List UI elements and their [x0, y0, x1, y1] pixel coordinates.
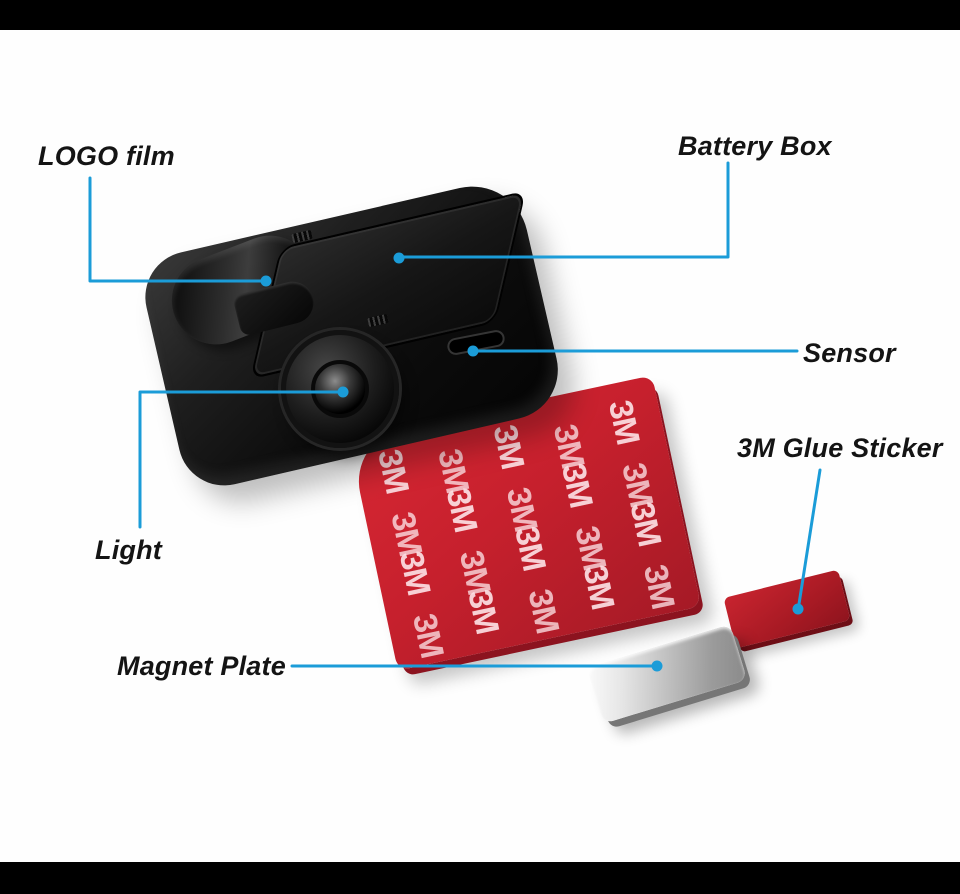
leader-line-light — [138, 390, 340, 529]
label-magnet-plate: Magnet Plate — [117, 651, 286, 681]
leader-dot-sensor — [467, 345, 479, 357]
leader-dot-light — [337, 386, 349, 398]
leader-dot-logo-film — [260, 275, 272, 287]
label-sensor: Sensor — [803, 338, 896, 368]
leader-line-logo-film — [88, 176, 264, 283]
leader-line-glue-sticker — [797, 468, 822, 606]
leader-dot-battery-box — [393, 252, 405, 264]
leader-line-battery-box — [401, 161, 730, 259]
leader-dot-glue-sticker — [792, 603, 804, 615]
label-glue-sticker: 3M Glue Sticker — [737, 433, 943, 463]
projector-lens — [281, 330, 399, 448]
letterbox-bottom-bar — [0, 862, 960, 894]
label-light: Light — [95, 535, 162, 565]
letterbox-top-bar — [0, 0, 960, 30]
label-logo-film: LOGO film — [38, 141, 175, 171]
label-battery-box: Battery Box — [678, 131, 832, 161]
leader-dot-magnet-plate — [651, 660, 663, 672]
